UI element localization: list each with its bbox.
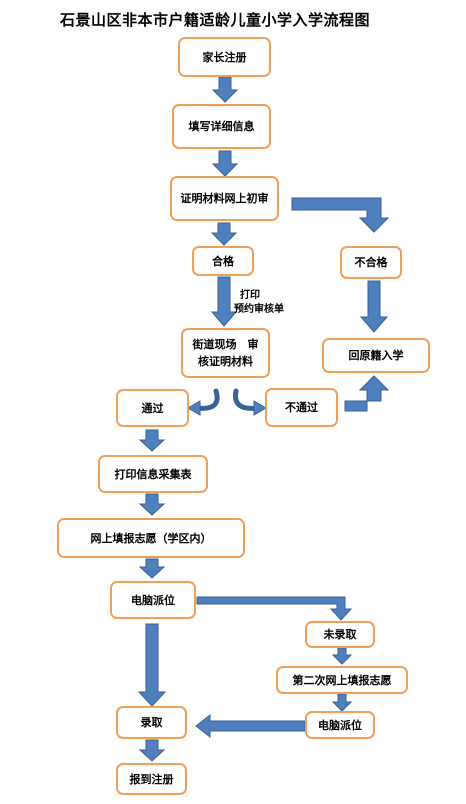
arrow-notadmitted-to-second [331, 647, 353, 665]
node-online-wish: 网上填报志愿（学区内） [57, 518, 245, 558]
arrow-assign2-to-admitted [195, 713, 306, 739]
arrow-review-to-pass [210, 222, 238, 246]
node-online-review: 证明材料网上初审 [170, 176, 279, 221]
arrow-assign-to-admitted [137, 623, 167, 707]
arrow-pass-to-print [138, 429, 166, 452]
arrow-print-to-wish [138, 493, 166, 516]
arrow-second-to-assign2 [331, 693, 353, 712]
arrow-pass-to-street [210, 276, 238, 327]
arrow-admitted-to-report [138, 739, 166, 762]
curve-head-notapproved [253, 400, 267, 416]
arrow-fail-to-return [359, 280, 389, 333]
arrow-register-to-fill [211, 76, 239, 103]
arrow-assign-to-notadmitted [196, 596, 353, 621]
node-street-review: 街道现场 审 核证明材料 [181, 328, 270, 378]
node-pass: 合格 [192, 246, 254, 276]
node-not-approved: 不通过 [265, 388, 338, 427]
curve-head-approved [187, 400, 201, 416]
arrow-fill-to-review [211, 150, 239, 177]
node-second-wish: 第二次网上填报志愿 [276, 666, 408, 694]
node-approved: 通过 [116, 389, 189, 427]
arrow-notpass-to-return [344, 375, 390, 412]
node-report-register: 报到注册 [116, 763, 187, 795]
node-not-admitted: 未录取 [305, 621, 375, 648]
node-computer-assign: 电脑派位 [110, 581, 196, 619]
page-title: 石景山区非本市户籍适龄儿童小学入学流程图 [60, 11, 371, 29]
node-fill-info: 填写详细信息 [172, 104, 271, 149]
node-computer-assign-2: 电脑派位 [305, 711, 375, 739]
arrow-review-to-fail [291, 197, 390, 233]
node-admitted: 录取 [116, 706, 187, 739]
print-appointment-note: 打印 预约审核单 [234, 290, 284, 315]
node-print-form: 打印信息采集表 [98, 455, 208, 493]
node-return-enroll: 回原籍入学 [322, 338, 430, 373]
arrow-wish-to-assign [138, 558, 166, 579]
node-register: 家长注册 [178, 37, 271, 77]
node-fail: 不合格 [340, 246, 402, 279]
